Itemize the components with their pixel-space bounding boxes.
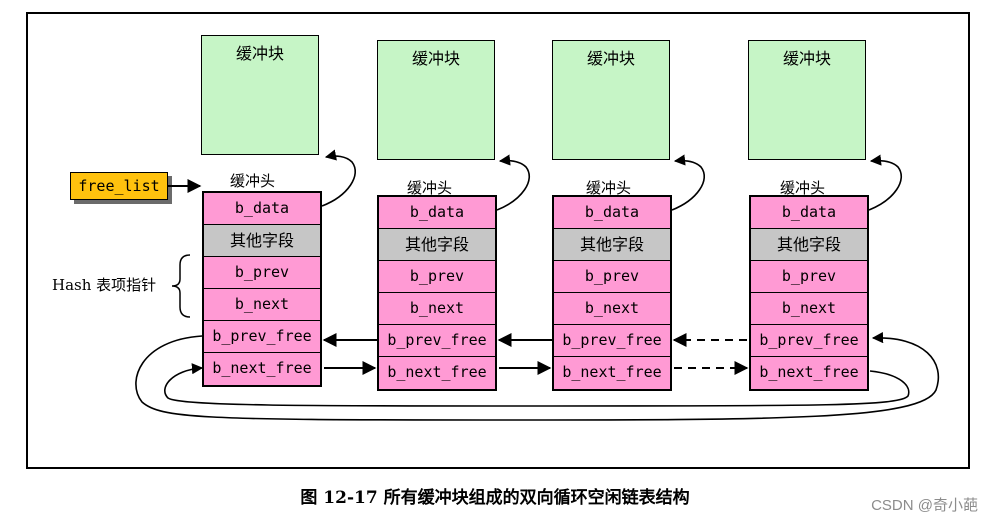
field-b-prev-free: b_prev_free bbox=[751, 325, 867, 357]
field-b-data: b_data bbox=[751, 197, 867, 229]
buffer-block-label: 缓冲块 bbox=[586, 49, 635, 68]
buffer-head-2: b_data 其他字段 b_prev b_next b_prev_free b_… bbox=[377, 195, 497, 391]
field-b-prev-free: b_prev_free bbox=[554, 325, 670, 357]
buffer-block-2: 缓冲块 bbox=[377, 40, 495, 160]
field-b-next: b_next bbox=[554, 293, 670, 325]
buffer-head-4: b_data 其他字段 b_prev b_next b_prev_free b_… bbox=[749, 195, 869, 391]
buffer-head-label-3: 缓冲头 bbox=[586, 179, 632, 197]
field-other: 其他字段 bbox=[379, 229, 495, 261]
buffer-block-1: 缓冲块 bbox=[201, 35, 319, 155]
buffer-block-label: 缓冲块 bbox=[782, 49, 831, 68]
hash-pointer-label: Hash 表项指针 bbox=[52, 276, 157, 294]
field-b-next: b_next bbox=[379, 293, 495, 325]
buffer-block-label: 缓冲块 bbox=[411, 49, 460, 68]
figure-caption: 图 12-17 所有缓冲块组成的双向循环空闲链表结构 bbox=[300, 488, 690, 508]
field-b-prev: b_prev bbox=[204, 257, 320, 289]
buffer-head-label-4: 缓冲头 bbox=[780, 179, 826, 197]
field-b-next-free: b_next_free bbox=[204, 353, 320, 385]
field-b-next-free: b_next_free bbox=[751, 357, 867, 389]
field-b-data: b_data bbox=[204, 193, 320, 225]
field-b-prev-free: b_prev_free bbox=[379, 325, 495, 357]
field-b-data: b_data bbox=[379, 197, 495, 229]
buffer-block-label: 缓冲块 bbox=[235, 44, 284, 63]
field-other: 其他字段 bbox=[751, 229, 867, 261]
hash-brace bbox=[171, 254, 191, 318]
buffer-block-4: 缓冲块 bbox=[748, 40, 866, 160]
field-other: 其他字段 bbox=[204, 225, 320, 257]
buffer-head-3: b_data 其他字段 b_prev b_next b_prev_free b_… bbox=[552, 195, 672, 391]
field-b-data: b_data bbox=[554, 197, 670, 229]
buffer-head-label-2: 缓冲头 bbox=[407, 179, 453, 197]
diagram-frame bbox=[26, 12, 970, 469]
field-b-next: b_next bbox=[751, 293, 867, 325]
buffer-block-3: 缓冲块 bbox=[552, 40, 670, 160]
field-b-prev: b_prev bbox=[751, 261, 867, 293]
field-b-next-free: b_next_free bbox=[554, 357, 670, 389]
free-list-box: free_list bbox=[70, 172, 168, 200]
field-b-prev: b_prev bbox=[379, 261, 495, 293]
field-b-next: b_next bbox=[204, 289, 320, 321]
field-other: 其他字段 bbox=[554, 229, 670, 261]
buffer-head-1: b_data 其他字段 b_prev b_next b_prev_free b_… bbox=[202, 191, 322, 387]
watermark: CSDN @奇小葩 bbox=[871, 497, 978, 514]
field-b-prev: b_prev bbox=[554, 261, 670, 293]
buffer-head-label-1: 缓冲头 bbox=[230, 172, 276, 190]
field-b-prev-free: b_prev_free bbox=[204, 321, 320, 353]
field-b-next-free: b_next_free bbox=[379, 357, 495, 389]
